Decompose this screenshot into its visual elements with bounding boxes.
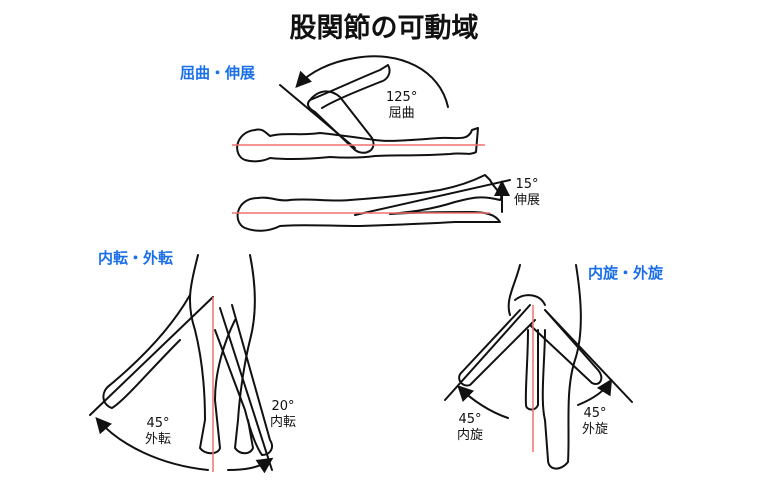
extension-figure xyxy=(236,174,511,232)
reference-lines xyxy=(212,144,534,472)
adduction-name: 内転 xyxy=(270,415,297,430)
internal-rotation-angle-label: 45° 内旋 xyxy=(457,412,483,444)
abduction-angle-label: 45° 外転 xyxy=(145,416,171,448)
adduction-abduction-label: 内転・外転 xyxy=(98,249,174,267)
external-rotation-angle-label: 45° 外旋 xyxy=(582,406,608,438)
flexion-name: 屈曲 xyxy=(388,106,415,121)
rotation-label: 内旋・外旋 xyxy=(588,264,664,282)
adduction-angle: 20° xyxy=(271,399,295,414)
internal-rotation-name: 内旋 xyxy=(457,428,484,443)
extension-angle: 15° xyxy=(515,177,539,192)
flexion-angle-label: 125° 屈曲 xyxy=(386,90,417,122)
flexion-figure xyxy=(236,55,479,163)
extension-name: 伸展 xyxy=(514,193,541,208)
abduction-name: 外転 xyxy=(145,432,172,447)
internal-rotation-angle: 45° xyxy=(458,412,482,427)
rotation-figure xyxy=(444,264,633,470)
adduction-angle-label: 20° 内転 xyxy=(270,399,296,431)
flexion-extension-label: 屈曲・伸展 xyxy=(180,64,256,82)
abduction-angle: 45° xyxy=(146,416,170,431)
external-rotation-name: 外旋 xyxy=(582,422,609,437)
extension-angle-label: 15° 伸展 xyxy=(514,177,540,209)
flexion-angle: 125° xyxy=(386,90,418,105)
abduction-figure xyxy=(89,254,274,474)
page-title: 股関節の可動域 xyxy=(289,13,479,44)
external-rotation-angle: 45° xyxy=(583,406,607,421)
